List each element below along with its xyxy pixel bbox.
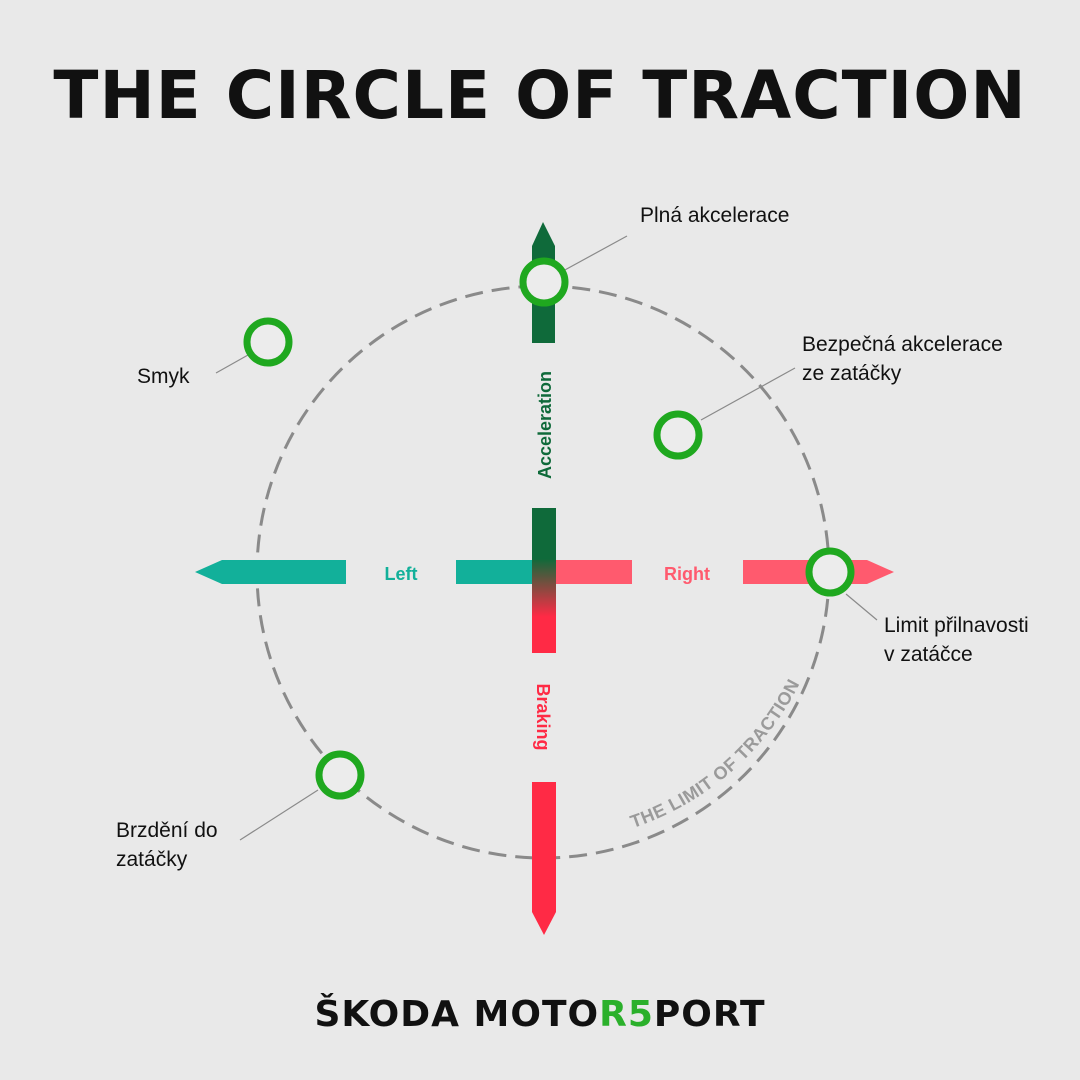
page-title: THE CIRCLE OF TRACTION (53, 57, 1027, 134)
limit-of-traction-label: THE LIMIT OF TRACTION (628, 676, 804, 832)
brand-part-3: PORT (653, 994, 766, 1035)
marker-safe-acceleration (653, 410, 703, 460)
right-bar-inner (555, 560, 632, 584)
callout-safe-acceleration-line1: Bezpečná akcelerace (802, 333, 1003, 356)
leader-safe-acceleration (700, 367, 796, 421)
callout-skid-text: Smyk (137, 365, 190, 388)
marker-cornering-limit (805, 547, 855, 597)
skoda-motorsport-logo: ŠKODA MOTOR5PORT (0, 990, 1080, 1040)
center-vertical-bar (532, 508, 556, 653)
callout-safe-acceleration: Bezpečná akcelerace ze zatáčky (802, 330, 1003, 388)
marker-full-acceleration (519, 257, 569, 307)
axis-label-left: Left (385, 564, 418, 584)
callout-full-acceleration: Plná akcelerace (640, 201, 789, 230)
callout-braking-into-corner: Brzdění do zatáčky (116, 816, 218, 874)
leader-skid (215, 354, 249, 374)
callout-full-acceleration-text: Plná akcelerace (640, 204, 790, 227)
callout-skid: Smyk (137, 362, 190, 391)
callout-cornering-limit-line2: v zatáčce (884, 643, 973, 666)
callout-braking-into-corner-line2: zatáčky (116, 848, 188, 871)
brand-part-1: ŠKODA MOTO (314, 994, 600, 1035)
left-arrow-head (195, 560, 346, 584)
braking-arrow-head (532, 782, 556, 935)
left-bar-inner (456, 560, 532, 584)
leader-braking-into-corner (239, 789, 319, 841)
callout-safe-acceleration-line2: ze zatáčky (802, 362, 902, 385)
brand-part-2: R5 (599, 994, 654, 1035)
callout-cornering-limit-line1: Limit přilnavosti (884, 614, 1029, 637)
axis-label-braking: Braking (533, 683, 553, 750)
leader-cornering-limit (845, 593, 878, 621)
axis-label-acceleration: Acceleration (535, 371, 555, 479)
axis-label-right: Right (664, 564, 710, 584)
marker-braking-into-corner (315, 750, 365, 800)
callout-cornering-limit: Limit přilnavosti v zatáčce (884, 611, 1029, 669)
leader-full-acceleration (562, 235, 628, 272)
marker-skid (243, 317, 293, 367)
callout-braking-into-corner-line1: Brzdění do (116, 819, 218, 842)
